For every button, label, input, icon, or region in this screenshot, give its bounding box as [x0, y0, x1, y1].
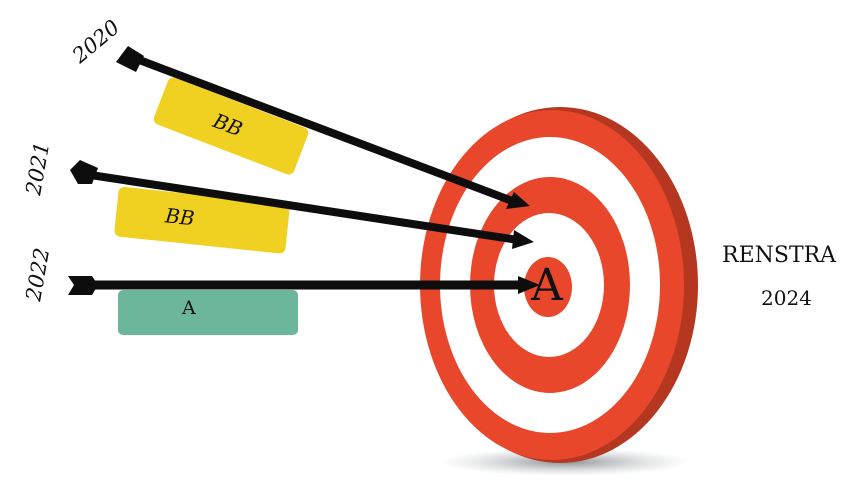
year-label-2020: 2020	[67, 15, 124, 68]
grade-label-2022: A	[118, 290, 298, 335]
year-label-2022: 2022	[21, 246, 54, 304]
renstra-title: RENSTRA	[722, 243, 837, 268]
grade-label-2021: BB	[114, 186, 290, 254]
arrow-fletching	[68, 276, 98, 295]
renstra-year: 2024	[761, 286, 812, 310]
arrow-fletching	[70, 160, 98, 184]
grade-tag-yellow	[114, 186, 290, 254]
grade-text-2022: A	[181, 297, 196, 319]
grade-text-2021: BB	[163, 203, 196, 230]
center-grade: A	[530, 260, 564, 311]
arrow-fletching	[116, 46, 144, 72]
grade-tag-green	[118, 290, 298, 335]
year-label-2021: 2021	[21, 140, 54, 198]
